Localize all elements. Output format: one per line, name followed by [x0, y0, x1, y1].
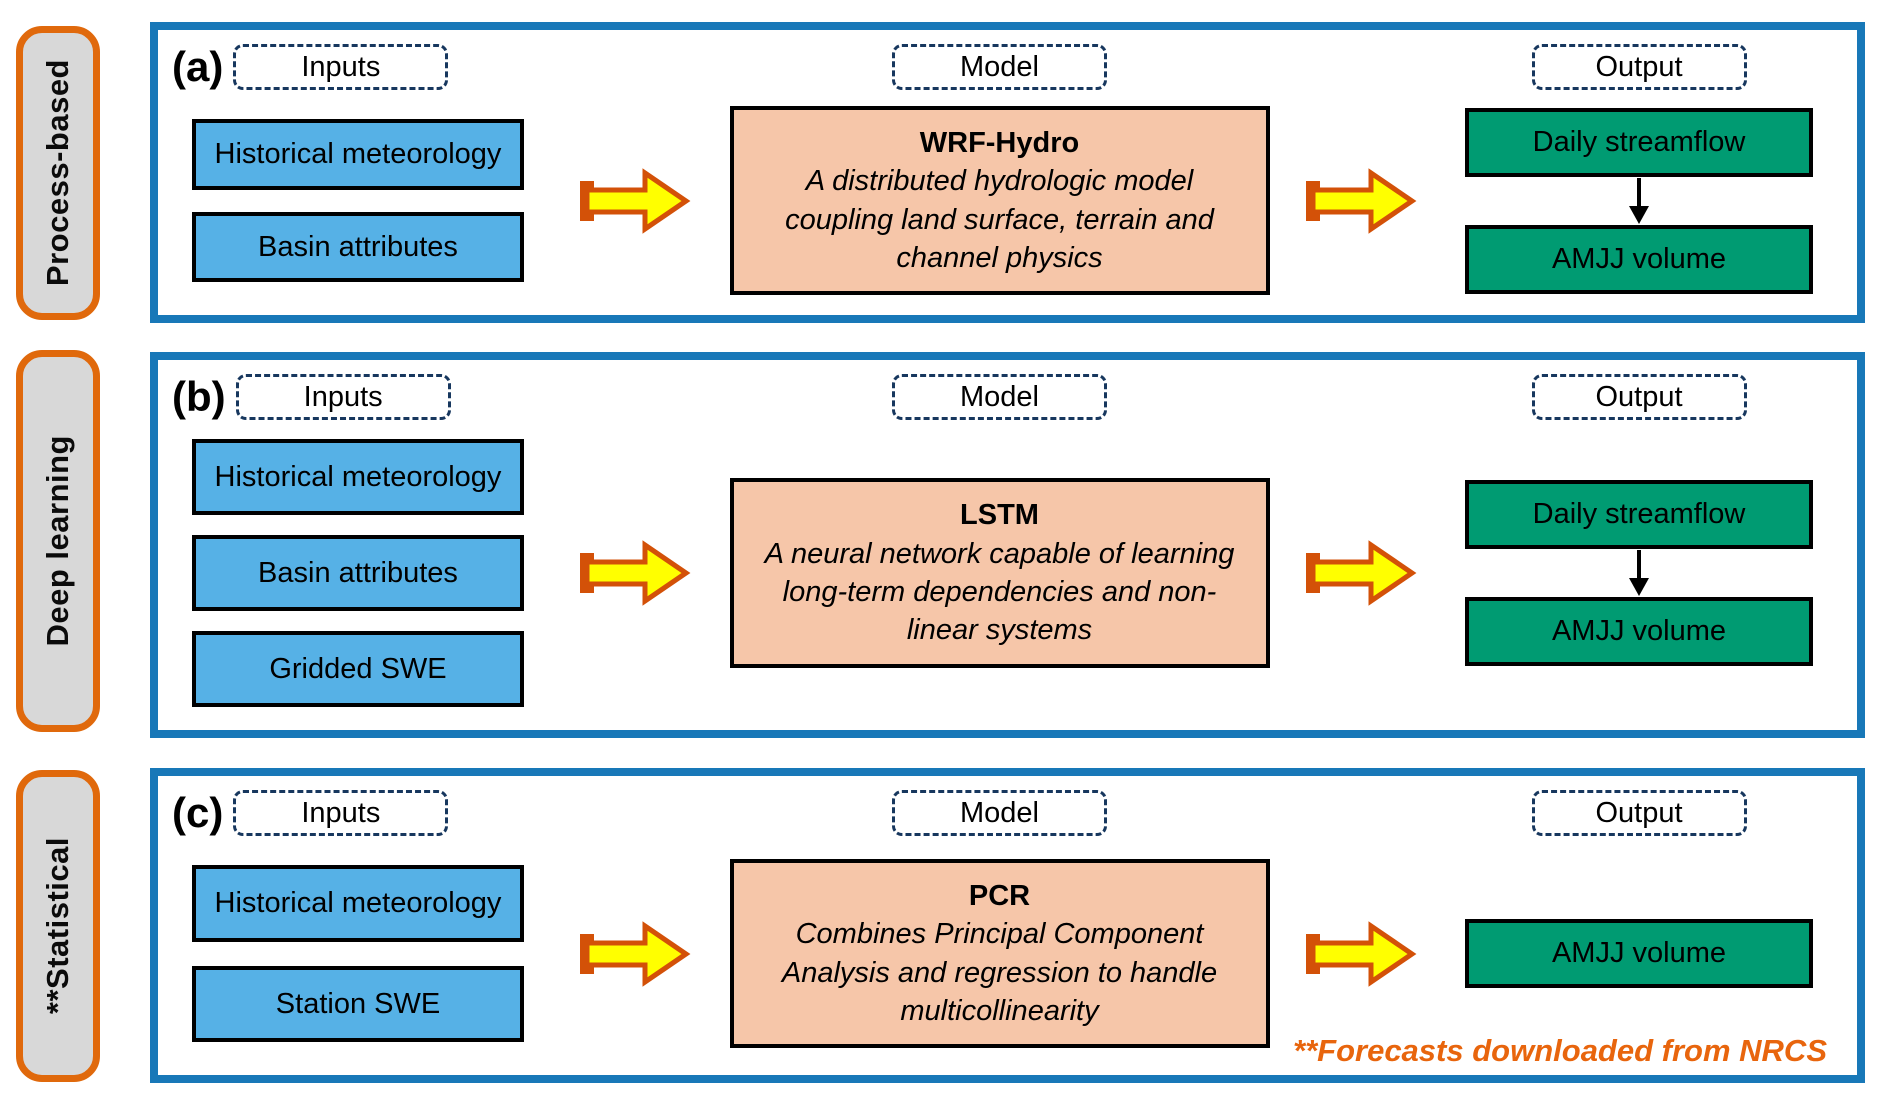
- flow-arrow-icon: [580, 167, 691, 234]
- inputs-column: (c) Inputs Historical meteorology Statio…: [172, 786, 544, 1067]
- arrow-column: [544, 40, 730, 307]
- output-box: Daily streamflow: [1465, 480, 1813, 549]
- input-box: Station SWE: [192, 965, 524, 1042]
- arrow-holder: [1270, 94, 1456, 307]
- model-name: WRF-Hydro: [919, 126, 1080, 159]
- arrow-holder: [1270, 424, 1456, 722]
- model-column: Model WRF-Hydro A distributed hydrologic…: [729, 40, 1270, 307]
- footnote: **Forecasts downloaded from NRCS: [1293, 1033, 1827, 1068]
- output-column: Output Daily streamflow AMJJ volume: [1455, 40, 1823, 307]
- flow-arrow-icon: [1305, 167, 1417, 234]
- output-header-row: Output: [1455, 40, 1823, 94]
- inputs-header: Inputs: [233, 44, 449, 90]
- inputs-header-row: (c) Inputs: [172, 786, 544, 840]
- arrow-column: [544, 370, 730, 722]
- panel-letter: (b): [172, 373, 226, 420]
- model-description: Combines Principal Component Analysis an…: [781, 918, 1218, 1027]
- output-box: AMJJ volume: [1465, 224, 1813, 294]
- output-box: Daily streamflow: [1465, 107, 1813, 177]
- model-description: A distributed hydrologic model coupling …: [785, 165, 1214, 274]
- output-box: AMJJ volume: [1465, 597, 1813, 666]
- panel-deep-learning: (b) Inputs Historical meteorology Basin …: [150, 352, 1865, 738]
- model-header: Model: [892, 790, 1107, 836]
- model-holder: PCR Combines Principal Component Analysi…: [729, 840, 1270, 1067]
- inputs-header-row: (a) Inputs: [172, 40, 544, 94]
- output-stack: AMJJ volume: [1465, 919, 1813, 988]
- flow-arrow-icon: [1305, 540, 1417, 606]
- output-holder: AMJJ volume: [1455, 840, 1823, 1067]
- panel-process-based: (a) Inputs Historical meteorology Basin …: [150, 22, 1865, 323]
- model-name: PCR: [968, 879, 1031, 912]
- inputs-header: Inputs: [233, 790, 449, 836]
- inputs-stack: Historical meteorology Basin attributes …: [172, 424, 544, 722]
- model-holder: LSTM A neural network capable of learnin…: [729, 424, 1270, 722]
- flow-arrow-icon: [580, 540, 691, 606]
- arrow-holder: [544, 94, 730, 307]
- spacer: [1270, 40, 1456, 94]
- panel-statistical: (c) Inputs Historical meteorology Statio…: [150, 768, 1865, 1083]
- input-box: Basin attributes: [192, 211, 524, 282]
- arrow-column: [1270, 786, 1456, 1067]
- model-box: LSTM A neural network capable of learnin…: [729, 478, 1270, 668]
- model-header: Model: [892, 44, 1107, 90]
- output-column: Output Daily streamflow AMJJ volume: [1455, 370, 1823, 722]
- input-box: Historical meteorology: [192, 865, 524, 942]
- spacer: [1270, 370, 1456, 424]
- output-holder: Daily streamflow AMJJ volume: [1455, 424, 1823, 722]
- model-header-row: Model: [730, 370, 1270, 424]
- arrow-holder: [544, 424, 730, 722]
- output-column: Output AMJJ volume: [1455, 786, 1823, 1067]
- arrow-column: [544, 786, 730, 1067]
- side-tab-label: **Statistical: [40, 837, 75, 1015]
- inputs-column: (a) Inputs Historical meteorology Basin …: [172, 40, 544, 307]
- input-box: Basin attributes: [192, 534, 524, 612]
- spacer: [544, 370, 730, 424]
- model-column: Model LSTM A neural network capable of l…: [729, 370, 1270, 722]
- model-name: LSTM: [960, 499, 1039, 532]
- side-tab-label: Deep learning: [40, 435, 75, 647]
- down-arrow-icon: [1629, 177, 1649, 224]
- side-tab-statistical: **Statistical: [16, 770, 100, 1082]
- output-box: AMJJ volume: [1465, 919, 1813, 988]
- spacer: [544, 786, 730, 840]
- inputs-stack: Historical meteorology Basin attributes: [172, 94, 544, 307]
- input-box: Historical meteorology: [192, 119, 524, 190]
- model-header-row: Model: [730, 40, 1270, 94]
- output-header: Output: [1531, 44, 1747, 90]
- output-stack: Daily streamflow AMJJ volume: [1465, 480, 1813, 666]
- output-header: Output: [1531, 790, 1747, 836]
- output-header-row: Output: [1455, 370, 1823, 424]
- panel-letter: (a): [172, 43, 224, 90]
- side-tab-process-based: Process-based: [16, 26, 100, 320]
- spacer: [544, 40, 730, 94]
- arrow-holder: [1270, 840, 1456, 1067]
- inputs-column: (b) Inputs Historical meteorology Basin …: [172, 370, 544, 722]
- side-tab-label: Process-based: [40, 59, 75, 287]
- inputs-stack: Historical meteorology Station SWE: [172, 840, 544, 1067]
- arrow-column: [1270, 370, 1456, 722]
- side-tab-deep-learning: Deep learning: [16, 350, 100, 732]
- output-header-row: Output: [1455, 786, 1823, 840]
- inputs-header: Inputs: [235, 374, 451, 420]
- model-holder: WRF-Hydro A distributed hydrologic model…: [729, 94, 1270, 307]
- inputs-header-row: (b) Inputs: [172, 370, 544, 424]
- arrow-holder: [544, 840, 730, 1067]
- input-box: Historical meteorology: [192, 438, 524, 515]
- model-box: PCR Combines Principal Component Analysi…: [729, 858, 1270, 1049]
- down-arrow-icon: [1629, 550, 1649, 596]
- model-header: Model: [892, 374, 1107, 420]
- model-header-row: Model: [730, 786, 1270, 840]
- panel-letter: (c): [172, 789, 224, 836]
- input-box: Gridded SWE: [192, 631, 524, 708]
- model-description: A neural network capable of learning lon…: [764, 537, 1235, 647]
- spacer: [1270, 786, 1456, 840]
- flow-arrow-icon: [580, 920, 691, 987]
- output-holder: Daily streamflow AMJJ volume: [1455, 94, 1823, 307]
- flow-arrow-icon: [1305, 920, 1417, 987]
- output-stack: Daily streamflow AMJJ volume: [1465, 107, 1813, 294]
- output-header: Output: [1531, 374, 1747, 420]
- model-box: WRF-Hydro A distributed hydrologic model…: [729, 105, 1270, 296]
- arrow-column: [1270, 40, 1456, 307]
- model-column: Model PCR Combines Principal Component A…: [729, 786, 1270, 1067]
